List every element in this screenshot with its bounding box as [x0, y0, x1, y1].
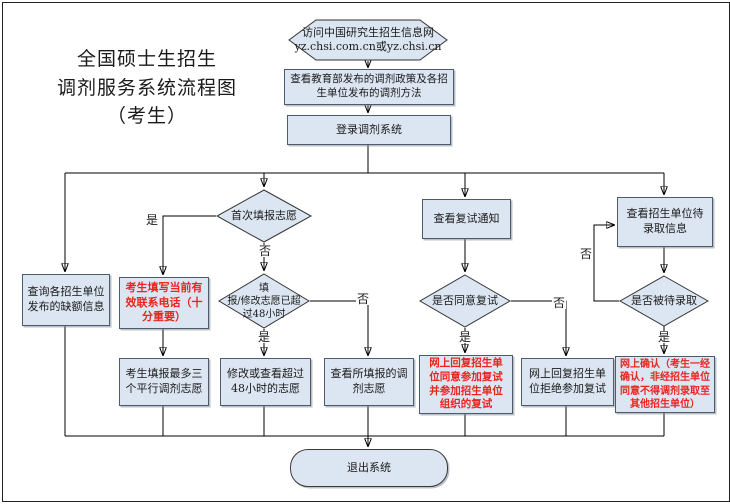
node-modify-48h-label: 修改或查看超过 48小时的志愿: [227, 367, 304, 395]
diamond-shape: [218, 273, 310, 329]
node-modify-48h: 修改或查看超过 48小时的志愿: [220, 358, 311, 406]
diamond-shape: [619, 275, 709, 327]
node-reply-agree-label: 网上回复招生单 位同意参加复试 并参加招生单位 组织的复试: [429, 356, 503, 411]
node-query-vacancy: 查询各招生单位 发布的缺额信息: [22, 274, 110, 326]
node-first-time-decision: 首次填报志愿: [216, 189, 312, 243]
node-view-retest-notice-label: 查看复试通知: [433, 211, 500, 225]
node-fill-phone: 考生填写当前有 效联系电话（十 分重要）: [119, 277, 209, 329]
node-view-filled-label: 查看所填报的调 剂志愿: [330, 367, 408, 395]
edge-label-no: 否: [578, 247, 594, 261]
node-fill-phone-label: 考生填写当前有 效联系电话（十 分重要）: [125, 281, 203, 324]
node-is-pending-decision: 是否被待录取: [619, 275, 709, 327]
node-agree-retest-label: 是否同意复试: [432, 293, 498, 307]
node-over-48h-label: 填 报/修改志愿已超 过48小时: [227, 282, 301, 320]
edge-label-no: 否: [355, 292, 371, 306]
page-title: 全国硕士生招生 调剂服务系统流程图 （考生）: [56, 48, 237, 127]
node-visit-site: 访问中国研究生招生信息网 yz.chsi.com.cn或yz.chsi.cn: [288, 19, 448, 61]
edge-label-no: 否: [257, 244, 273, 258]
edge-label-yes: 是: [256, 330, 272, 344]
edge-label-yes: 是: [144, 213, 160, 227]
edge-label-yes: 是: [457, 330, 473, 344]
node-view-filled: 查看所填报的调 剂志愿: [324, 358, 414, 406]
node-visit-site-label: 访问中国研究生招生信息网 yz.chsi.com.cn或yz.chsi.cn: [294, 25, 442, 53]
node-exit-label: 退出系统: [347, 460, 391, 474]
node-over-48h-decision: 填 报/修改志愿已超 过48小时: [218, 273, 310, 329]
node-view-pending-label: 查看招生单位待 录取信息: [626, 207, 704, 235]
node-view-retest-notice: 查看复试通知: [422, 199, 511, 239]
edge-label-yes: 是: [656, 330, 672, 344]
node-view-policy-label: 查看教育部发布的调剂政策及各招 生单位发布的调剂方法: [290, 73, 448, 99]
node-reply-refuse: 网上回复招生单 位拒绝参加复试: [521, 358, 614, 406]
diamond-shape: [216, 189, 312, 243]
node-agree-retest-decision: 是否同意复试: [419, 274, 511, 328]
node-confirm-online: 网上确认（考生一经 确认，非经招生单位 同意不得调剂录取至 其他招生单位）: [615, 356, 715, 413]
node-login: 登录调剂系统: [287, 115, 451, 145]
node-is-pending-label: 是否被待录取: [631, 293, 697, 307]
node-view-pending: 查看招生单位待 录取信息: [617, 197, 713, 247]
node-fill-three: 考生填报最多三 个平行调剂志愿: [119, 358, 209, 406]
edge-label-no: 否: [551, 296, 567, 310]
node-confirm-online-label: 网上确认（考生一经 确认，非经招生单位 同意不得调剂录取至 其他招生单位）: [620, 359, 710, 410]
node-fill-three-label: 考生填报最多三 个平行调剂志愿: [125, 367, 203, 395]
node-first-time-label: 首次填报志愿: [231, 208, 297, 222]
node-exit: 退出系统: [290, 449, 448, 487]
node-query-vacancy-label: 查询各招生单位 发布的缺额信息: [27, 285, 105, 313]
diamond-shape: [419, 274, 511, 328]
hexagon-shape: [288, 19, 448, 61]
node-reply-refuse-label: 网上回复招生单 位拒绝参加复试: [529, 367, 606, 395]
flow-connectors: [3, 3, 729, 501]
node-view-policy: 查看教育部发布的调剂政策及各招 生单位发布的调剂方法: [284, 69, 454, 105]
node-reply-agree: 网上回复招生单 位同意参加复试 并参加招生单位 组织的复试: [419, 355, 513, 414]
node-login-label: 登录调剂系统: [336, 122, 402, 136]
